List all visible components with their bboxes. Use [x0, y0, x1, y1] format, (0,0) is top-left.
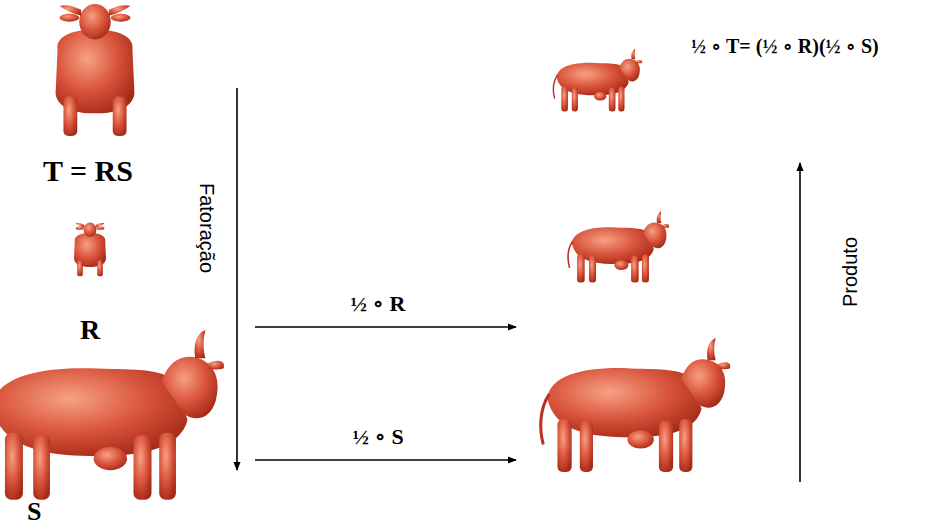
product-equation: T = RS	[43, 154, 133, 187]
step-label: Produto	[839, 237, 861, 307]
cow-figure	[553, 49, 642, 112]
matrix-name: S	[27, 498, 41, 527]
product-arrow	[799, 163, 801, 482]
arrow-label: ½ ∘ S	[353, 425, 404, 449]
cow-figure	[541, 338, 731, 472]
arrow-label: ½ ∘ R	[351, 292, 406, 316]
scale-arrow	[255, 326, 516, 328]
cow-figure	[74, 223, 106, 277]
power-equation: ½ ∘ T= (½ ∘ R)(½ ∘ S)	[691, 35, 879, 57]
cow-figure	[568, 211, 669, 282]
factor-arrow	[236, 88, 238, 470]
step-label: Fatoração	[196, 183, 218, 273]
matrix-name: R	[80, 315, 100, 346]
cow-figure	[0, 330, 224, 500]
cow-figure	[56, 4, 135, 136]
scale-arrow	[255, 459, 516, 461]
